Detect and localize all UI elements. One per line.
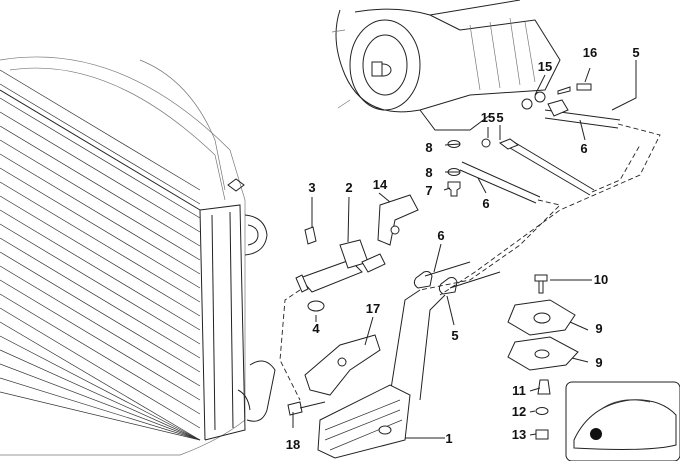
- seal-ring-15-upper-a: [521, 98, 533, 110]
- radiator-fin-line: [0, 349, 201, 441]
- callout-16: 16: [583, 45, 597, 60]
- radiator-fin-line: [0, 293, 201, 415]
- callout-1: 1: [445, 431, 452, 446]
- callout-7: 7: [425, 183, 432, 198]
- radiator-fin-line: [0, 363, 201, 441]
- locator-dot: [590, 428, 602, 440]
- radiator-fin-line: [0, 279, 201, 401]
- radiator-fin-line: [0, 377, 201, 441]
- washer-12: [535, 407, 549, 415]
- seal-ring-15-upper-b: [534, 91, 546, 103]
- callout-12: 12: [512, 404, 526, 419]
- callout-5-low: 5: [451, 328, 458, 343]
- callout-6-right: 6: [580, 141, 587, 156]
- vehicle-locator-inset: [565, 381, 680, 461]
- callout-4: 4: [312, 321, 320, 336]
- damper-11: [537, 379, 551, 395]
- callout-14: 14: [373, 177, 388, 192]
- nut-13: [535, 429, 549, 440]
- radiator-fin-line: [0, 125, 201, 247]
- callout-5-top: 5: [632, 45, 639, 60]
- callout-15-lower: 15: [481, 110, 495, 125]
- cooler-lines: [389, 109, 661, 401]
- cylinder-assembly: [279, 194, 419, 416]
- radiator-fin-line: [0, 391, 201, 441]
- callout-9-upper: 9: [595, 321, 602, 336]
- radiator-fin-line: [0, 69, 201, 191]
- radiator-fin-line: [0, 97, 201, 219]
- cylinder-2-body: [299, 259, 363, 293]
- seal-4: [307, 300, 325, 312]
- hex-bolt-16-head: [576, 83, 592, 91]
- callout-17: 17: [366, 301, 380, 316]
- callout-10: 10: [594, 272, 608, 287]
- radiator-fin-line: [0, 335, 201, 441]
- radiator-fin-line: [0, 139, 201, 261]
- bolt-18: [287, 401, 303, 416]
- bolt-10-shank: [538, 280, 544, 294]
- callout-2: 2: [345, 180, 352, 195]
- radiator-fin-line: [0, 209, 201, 331]
- callout-8-lower: 8: [425, 165, 432, 180]
- callout-11: 11: [512, 383, 526, 398]
- radiator-fin-line: [0, 195, 201, 317]
- radiator-fin-line: [0, 265, 201, 387]
- radiator-fin-line: [0, 321, 201, 441]
- radiator: [0, 56, 276, 456]
- callout-3: 3: [308, 180, 315, 195]
- union-fitting: [498, 138, 520, 150]
- leader-lines: [292, 60, 637, 439]
- seal-ring-15-lower: [481, 138, 491, 148]
- callout-13: 13: [512, 427, 526, 442]
- radiator-fin-line: [0, 83, 201, 205]
- callout-5-mid: 5: [496, 110, 503, 125]
- transmission: [331, 0, 561, 131]
- radiator-fin-line: [0, 237, 201, 359]
- radiator-fin-line: [0, 167, 201, 289]
- hex-bolt-16-shank: [557, 86, 571, 95]
- radiator-fin-line: [0, 251, 201, 373]
- radiator-fin-line: [0, 307, 201, 429]
- callout-6-mid: 6: [482, 196, 489, 211]
- callout-18: 18: [286, 437, 300, 452]
- radiator-fin-line: [0, 181, 201, 303]
- bracket-flange: [547, 99, 569, 117]
- oil-cooler-1: [317, 384, 411, 459]
- inset-frame: [565, 381, 680, 461]
- car-silhouette: [573, 399, 677, 450]
- bracket-14: [377, 194, 419, 246]
- brackets-9: [507, 299, 579, 371]
- callout-6-low: 6: [437, 228, 444, 243]
- radiator-fin-line: [0, 111, 201, 233]
- screw-plug-7: [447, 181, 461, 197]
- radiator-fin-line: [0, 153, 201, 275]
- callouts: 1 2 3 4 5 5 5 6 6 6 7 8 8 9 9 10 11 12 1…: [286, 45, 640, 452]
- callout-15-upper: 15: [538, 59, 552, 74]
- callout-8-upper: 8: [425, 140, 432, 155]
- radiator-fin-line: [0, 223, 201, 345]
- callout-9-lower: 9: [595, 355, 602, 370]
- bolt-3: [304, 226, 317, 245]
- bolt-10-head: [534, 274, 548, 282]
